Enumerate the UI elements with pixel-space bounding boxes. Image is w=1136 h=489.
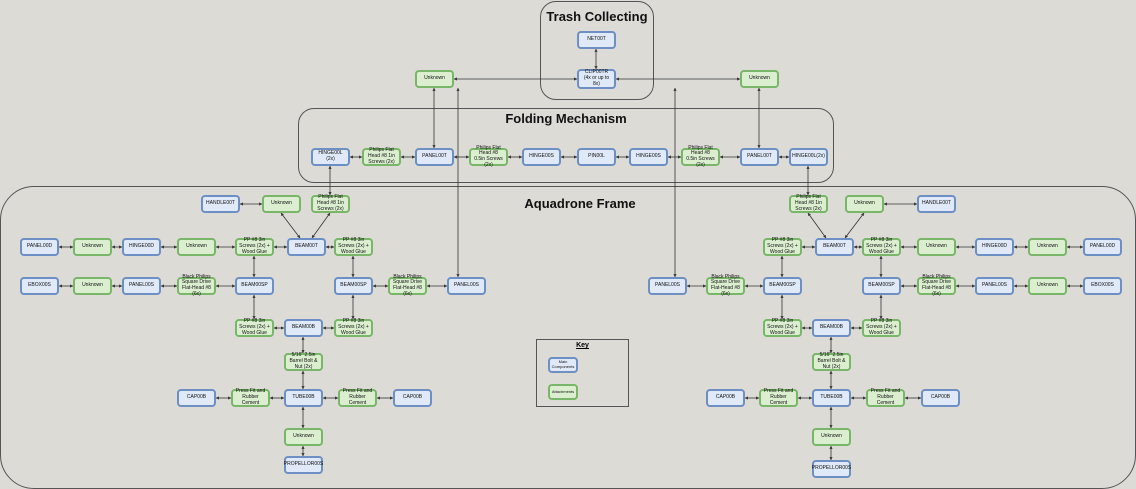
node-hinge00l-right[interactable]: HINGE00L(2x)	[789, 148, 828, 166]
node-propellor00s-left[interactable]: PROPELLOR00S	[284, 456, 323, 474]
node-hinge00l-left[interactable]: HINGE00L (2x)	[311, 148, 350, 166]
node-tube00b-left[interactable]: TUBE00B	[284, 389, 323, 407]
node-beam00t-left[interactable]: BEAM00T	[287, 238, 326, 256]
node-panel00s-left-2[interactable]: PANEL00S	[447, 277, 486, 295]
node-philips-1in-bottom-right[interactable]: Philips Flat Head #8 1in Screws (2x)	[789, 195, 828, 213]
node-hinge00d-left[interactable]: HINGE00D	[122, 238, 161, 256]
node-panel00d-right[interactable]: PANEL00D	[1083, 238, 1122, 256]
node-pp3in-c-right[interactable]: PP #8 3in Screws (2x) + Wood Glue	[763, 319, 802, 337]
node-tube00b-right[interactable]: TUBE00B	[812, 389, 851, 407]
node-press-fit-right-1[interactable]: Press Fit and Rubber Cement	[759, 389, 798, 407]
node-pp3in-b-left[interactable]: PP #8 3in Screws (2x) + Wood Glue	[334, 238, 373, 256]
node-cap00b-right-2[interactable]: CAP00B	[921, 389, 960, 407]
node-beam00b-left[interactable]: BEAM00B	[284, 319, 323, 337]
node-press-fit-left-1[interactable]: Press Fit and Rubber Cement	[231, 389, 270, 407]
node-unknown-1-right[interactable]: Unknown	[917, 238, 956, 256]
connector	[807, 212, 827, 239]
node-hinge00d-right[interactable]: HINGE00D	[975, 238, 1014, 256]
node-pin00l[interactable]: PIN00L	[577, 148, 616, 166]
node-unknown-3-left[interactable]: Unknown	[73, 277, 112, 295]
node-pp3in-b-right[interactable]: PP #8 3in Screws (2x) + Wood Glue	[862, 238, 901, 256]
node-unknown-top-left[interactable]: Unknown	[415, 70, 454, 88]
node-black-philips-right-1[interactable]: Black Philips Square Drive Flat-Head #8 …	[706, 274, 745, 297]
node-beam00b-right[interactable]: BEAM00B	[812, 319, 851, 337]
node-panel00t-right[interactable]: PANEL00T	[740, 148, 779, 166]
node-black-philips-right-2[interactable]: Black Philips Square Drive Flat-Head #8 …	[917, 274, 956, 297]
node-cap00b-left-2[interactable]: CAP00B	[393, 389, 432, 407]
node-unknown-prop-left[interactable]: Unknown	[284, 428, 323, 446]
group-folding-mechanism	[298, 108, 834, 183]
node-beam00sp-left-1[interactable]: BEAM00SP	[235, 277, 274, 295]
legend-title: Key	[576, 342, 589, 349]
node-black-philips-left-2[interactable]: Black Philips Square Drive Flat-Head #8 …	[388, 274, 427, 297]
node-black-philips-left-1[interactable]: Black Philips Square Drive Flat-Head #8 …	[177, 274, 216, 297]
node-unknown-prop-right[interactable]: Unknown	[812, 428, 851, 446]
group-title-frame: Aquadrone Frame	[524, 196, 636, 211]
node-beam00sp-left-2[interactable]: BEAM00SP	[334, 277, 373, 295]
node-unknown-2-left[interactable]: Unknown	[177, 238, 216, 256]
node-press-fit-left-2[interactable]: Press Fit and Rubber Cement	[338, 389, 377, 407]
connector	[280, 212, 301, 239]
node-pp3in-d-right[interactable]: PP #8 3in Screws (2x) + Wood Glue	[862, 319, 901, 337]
node-pp3in-c-left[interactable]: PP #8 3in Screws (2x) + Wood Glue	[235, 319, 274, 337]
node-pp3in-a-left[interactable]: PP #8 3in Screws (2x) + Wood Glue	[235, 238, 274, 256]
node-panel00d-left[interactable]: PANEL00D	[20, 238, 59, 256]
node-clip00tr[interactable]: CLIP00TR (4x or up to 8x)	[577, 69, 616, 89]
node-barrel-bolt-right[interactable]: 5/16" 2.5in Barrel Bolt & Nut (2x)	[812, 353, 851, 371]
node-handle00t-left[interactable]: HANDLE00T	[201, 195, 240, 213]
node-panel00s-right-1[interactable]: PANEL00S	[648, 277, 687, 295]
connector	[844, 212, 865, 239]
node-beam00sp-right-2[interactable]: BEAM00SP	[862, 277, 901, 295]
node-philips-1in-bottom-left[interactable]: Philips Flat Head #8 1in Screws (2x)	[311, 195, 350, 213]
node-philips-1in-left[interactable]: Philips Flat Head #8 1in Screws (2x)	[362, 148, 401, 166]
node-panel00s-left-1[interactable]: PANEL00S	[122, 277, 161, 295]
group-title-folding: Folding Mechanism	[505, 111, 627, 126]
node-beam00sp-right-1[interactable]: BEAM00SP	[763, 277, 802, 295]
node-unknown-2-right[interactable]: Unknown	[1028, 238, 1067, 256]
node-beam00t-right[interactable]: BEAM00T	[815, 238, 854, 256]
node-ebox00s-left[interactable]: EBOX00S	[20, 277, 59, 295]
node-ebox00s-right[interactable]: EBOX00S	[1083, 277, 1122, 295]
node-pp3in-a-right[interactable]: PP #8 3in Screws (2x) + Wood Glue	[763, 238, 802, 256]
node-propellor00s-right[interactable]: PROPELLOR00S	[812, 460, 851, 478]
node-philips-05in-left[interactable]: Philips Flat Head #8 0.5in Screws (2x)	[469, 145, 508, 168]
legend-main-swatch: Main Components	[548, 357, 578, 373]
connector	[311, 212, 331, 239]
node-unknown-1-left[interactable]: Unknown	[73, 238, 112, 256]
node-hinge00s-right[interactable]: HINGE00S	[629, 148, 668, 166]
node-unknown-3-right[interactable]: Unknown	[1028, 277, 1067, 295]
legend-attach-swatch: Attachments	[548, 384, 578, 400]
node-pp3in-d-left[interactable]: PP #8 3in Screws (2x) + Wood Glue	[334, 319, 373, 337]
node-panel00t-left[interactable]: PANEL00T	[415, 148, 454, 166]
node-panel00s-right-2[interactable]: PANEL00S	[975, 277, 1014, 295]
group-trash-collecting	[540, 1, 654, 100]
group-title-trash: Trash Collecting	[546, 9, 648, 24]
node-philips-05in-right[interactable]: Philips Flat Head #8 0.5in Screws (2x)	[681, 145, 720, 168]
node-net00t[interactable]: NET00T	[577, 31, 616, 49]
node-unknown-handle-left[interactable]: Unknown	[262, 195, 301, 213]
node-handle00t-right[interactable]: HANDLE00T	[917, 195, 956, 213]
node-unknown-handle-right[interactable]: Unknown	[845, 195, 884, 213]
node-press-fit-right-2[interactable]: Press Fit and Rubber Cement	[866, 389, 905, 407]
node-cap00b-left-1[interactable]: CAP00B	[177, 389, 216, 407]
node-hinge00s-left[interactable]: HINGE00S	[522, 148, 561, 166]
node-barrel-bolt-left[interactable]: 5/16" 2.5in Barrel Bolt & Nut (2x)	[284, 353, 323, 371]
node-unknown-top-right[interactable]: Unknown	[740, 70, 779, 88]
node-cap00b-right-1[interactable]: CAP00B	[706, 389, 745, 407]
